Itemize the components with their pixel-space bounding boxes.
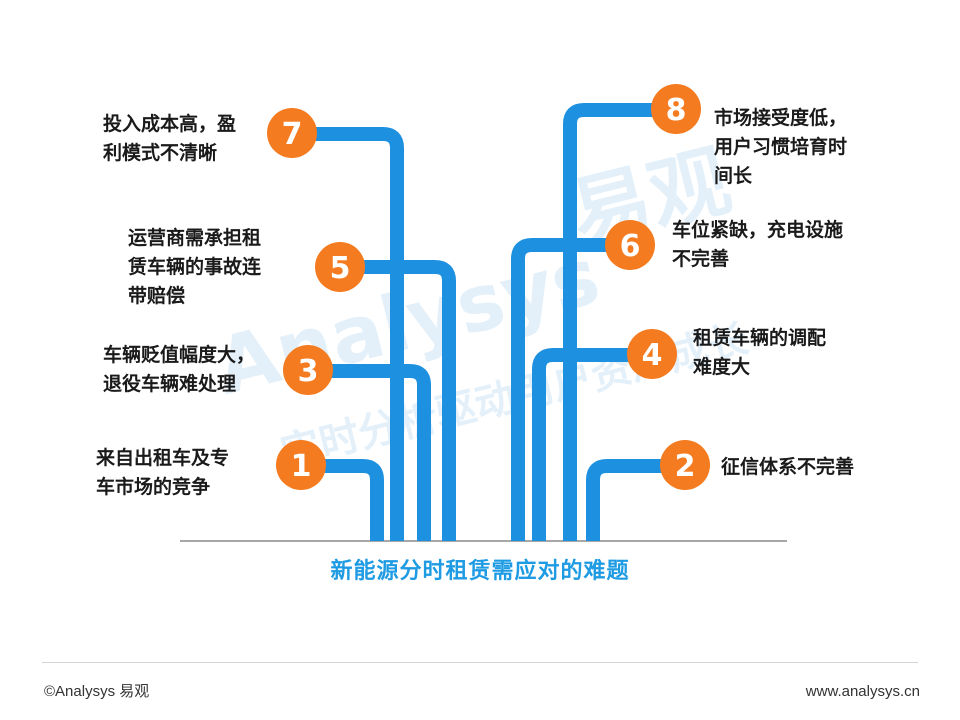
number-badge-4: 4: [627, 329, 677, 379]
challenge-label-5-line-1: 运营商需承担租: [128, 227, 262, 249]
number-badge-2: 2: [660, 440, 710, 490]
number-badge-7: 7: [267, 108, 317, 158]
branch-line-8: [563, 103, 676, 541]
challenge-label-7: 投入成本高，盈 利模式不清晰: [103, 110, 236, 168]
branch-line-2: [586, 459, 685, 541]
challenge-label-6-line-2: 不完善: [672, 248, 730, 270]
watermark: Analysys 易观 实时分析驱动用户资产成长: [208, 134, 753, 477]
branch-line-7: [292, 127, 404, 541]
challenge-label-1-line-2: 车市场的竞争: [96, 476, 211, 498]
challenge-label-8: 市场接受度低， 用户习惯培育时 间长: [714, 104, 847, 191]
challenge-label-6: 车位紧缺，充电设施 不完善: [672, 216, 843, 274]
number-badge-6: 6: [605, 220, 655, 270]
challenge-label-8-line-3: 间长: [714, 165, 753, 187]
challenge-label-7-line-1: 投入成本高，盈: [103, 113, 237, 135]
branch-line-4: [532, 348, 652, 541]
number-badge-3: 3: [283, 345, 333, 395]
challenge-label-3: 车辆贬值幅度大， 退役车辆难处理: [103, 341, 255, 399]
challenge-label-3-line-1: 车辆贬值幅度大，: [103, 344, 256, 366]
challenge-label-4-line-1: 租赁车辆的调配: [693, 327, 827, 349]
footer-copyright: ©Analysys 易观: [44, 683, 150, 700]
footer-url[interactable]: www.analysys.cn: [805, 683, 920, 700]
number-badge-2-text: 2: [675, 449, 696, 484]
number-badge-5: 5: [315, 242, 365, 292]
challenge-label-3-line-2: 退役车辆难处理: [103, 373, 237, 395]
number-badge-8: 8: [651, 84, 701, 134]
challenge-label-7-line-2: 利模式不清晰: [103, 142, 218, 164]
challenge-label-1-line-1: 来自出租车及专: [96, 447, 230, 469]
number-badge-6-text: 6: [620, 229, 641, 264]
number-badge-5-text: 5: [330, 251, 351, 286]
number-badges: 1 2 3 4 5 6 7 8: [267, 84, 710, 490]
challenge-label-5-line-3: 带赔偿: [128, 285, 186, 307]
number-badge-3-text: 3: [298, 354, 319, 389]
challenge-label-5-line-2: 赁车辆的事故连: [128, 256, 262, 278]
branch-line-5: [340, 260, 456, 541]
branch-line-6: [511, 238, 630, 541]
challenge-label-2: 征信体系不完善: [721, 453, 854, 482]
challenge-label-6-line-1: 车位紧缺，充电设施: [672, 219, 844, 241]
number-badge-4-text: 4: [642, 338, 663, 373]
number-badge-1: 1: [276, 440, 326, 490]
challenge-label-2-line-1: 征信体系不完善: [721, 456, 855, 478]
diagram-title: 新能源分时租赁需应对的难题: [330, 559, 630, 584]
footer-divider: [42, 662, 918, 663]
branch-line-1: [308, 459, 384, 541]
challenge-label-1: 来自出租车及专 车市场的竞争: [96, 444, 229, 502]
number-badge-1-text: 1: [291, 449, 312, 484]
challenge-label-4: 租赁车辆的调配 难度大: [693, 324, 826, 382]
number-badge-8-text: 8: [666, 93, 687, 128]
branch-lines: [292, 103, 685, 541]
challenge-label-8-line-2: 用户习惯培育时: [714, 136, 848, 158]
branch-line-3: [308, 364, 431, 541]
challenge-label-8-line-1: 市场接受度低，: [714, 107, 848, 129]
challenge-label-5: 运营商需承担租 赁车辆的事故连 带赔偿: [128, 224, 261, 311]
number-badge-7-text: 7: [282, 117, 303, 152]
challenge-label-4-line-2: 难度大: [693, 356, 751, 378]
